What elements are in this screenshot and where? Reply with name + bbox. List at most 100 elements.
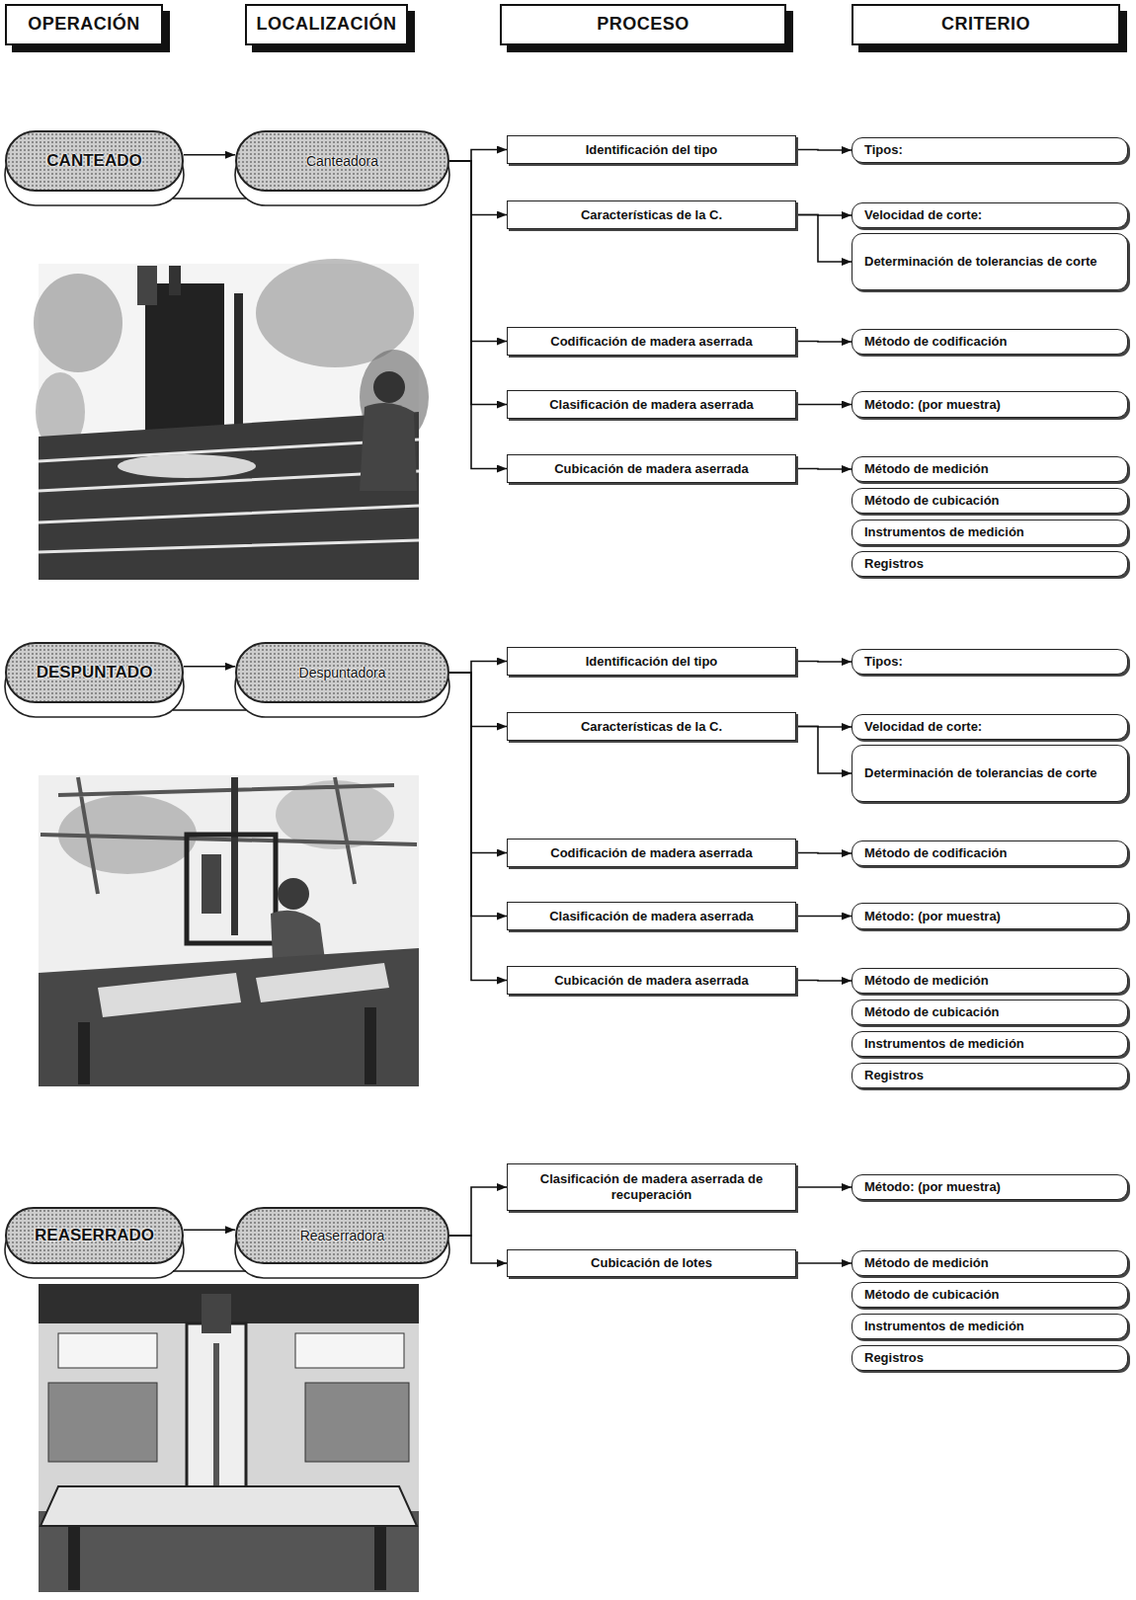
box-text: Método de medición [864, 1255, 989, 1272]
process-box: Identificación del tipo [506, 135, 797, 164]
flow-arrow [796, 1186, 852, 1189]
box-text: Canteadora [306, 153, 379, 170]
machine-pill: Reaserradora [235, 1207, 450, 1265]
box-text: Método de cubicación [864, 492, 1000, 509]
box-text: Método de codificación [864, 845, 1007, 862]
flow-arrow [796, 727, 852, 775]
flow-arrow [449, 1187, 507, 1236]
box-text: Velocidad de corte: [864, 719, 982, 735]
process-box: Codificación de madera aserrada [506, 838, 797, 868]
box-text: Método de cubicación [864, 1004, 1000, 1021]
box-text: REASERRADO [34, 1225, 155, 1246]
criterion-box: Método: (por muestra) [851, 902, 1129, 930]
box-text: Codificación de madera aserrada [550, 845, 752, 862]
flow-arrow [796, 468, 852, 471]
flow-arrow [796, 215, 852, 263]
flow-arrow [449, 150, 507, 163]
criterion-box: Método de cubicación [851, 999, 1129, 1026]
box-text: Método de codificación [864, 333, 1007, 350]
criterion-box: Instrumentos de medición [851, 1313, 1129, 1340]
tree [275, 780, 395, 850]
tree [33, 273, 123, 373]
column-header: LOCALIZACIÓN [244, 3, 408, 46]
operation-pill: CANTEADO [4, 130, 184, 192]
box-text: Cubicación de madera aserrada [554, 973, 749, 989]
saw-machine [186, 1323, 246, 1492]
worker [373, 371, 406, 404]
criterion-box: Determinación de tolerancias de corte [851, 233, 1129, 291]
table-leg [374, 1526, 387, 1591]
box-text: Características de la C. [580, 207, 723, 224]
box-text: Clasificación de madera aserrada [549, 397, 754, 413]
criterion-box: Velocidad de corte: [851, 202, 1129, 229]
box-text: Tipos: [864, 142, 903, 159]
reaserradora-photo [38, 1284, 419, 1593]
criterion-box: Método de codificación [851, 328, 1129, 355]
saw-machine [201, 1294, 232, 1334]
box-text: Método de cubicación [864, 1287, 1000, 1303]
criterion-box: Instrumentos de medición [851, 519, 1129, 546]
criterion-box: Método de medición [851, 968, 1129, 994]
box-text: CRITERIO [941, 13, 1031, 36]
photo-ground [38, 1284, 419, 1593]
table-leg [364, 1007, 377, 1085]
flow-arrow [449, 672, 507, 981]
flow-arrow [449, 661, 507, 674]
box-text: Clasificación de madera aserrada de recu… [517, 1171, 786, 1203]
flow-arrow [449, 161, 507, 342]
window [58, 1333, 158, 1369]
process-box: Características de la C. [506, 200, 797, 230]
saw-blade [213, 1343, 220, 1492]
column-header: CRITERIO [851, 3, 1121, 46]
box-text: DESPUNTADO [36, 662, 154, 683]
column-header: OPERACIÓN [4, 3, 163, 46]
table-leg [78, 1022, 90, 1085]
flow-arrow [449, 672, 507, 728]
box-text: Método: (por muestra) [864, 1179, 1001, 1196]
box-text: Método: (por muestra) [864, 908, 1001, 925]
flow-arrow [449, 161, 507, 470]
process-box: Clasificación de madera aserrada [506, 390, 797, 419]
saw-table [40, 1486, 417, 1527]
box-text: Codificación de madera aserrada [550, 333, 752, 350]
boards [97, 963, 390, 1018]
table-leg [68, 1526, 81, 1591]
box-text: LOCALIZACIÓN [256, 13, 398, 36]
criterion-box: Registros [851, 551, 1129, 577]
process-box: Clasificación de madera aserrada de recu… [506, 1163, 797, 1212]
box-text: Velocidad de corte: [864, 207, 982, 224]
criterion-box: Velocidad de corte: [851, 714, 1129, 740]
box-text: Clasificación de madera aserrada [549, 908, 754, 925]
shelf [48, 1382, 158, 1462]
despuntadora-photo [38, 775, 419, 1087]
box-text: Identificación del tipo [585, 142, 719, 159]
machine-pill: Despuntadora [235, 642, 450, 704]
flow-arrow [796, 915, 852, 918]
sawdust [117, 454, 256, 479]
worker [277, 878, 310, 910]
edge-layer [172, 150, 852, 1273]
machine-pole [231, 777, 239, 936]
saw-machine [137, 265, 158, 306]
operation-pill: DESPUNTADO [4, 642, 184, 704]
process-box: Cubicación de madera aserrada [506, 454, 797, 484]
operation-pill: REASERRADO [4, 1207, 184, 1265]
criterion-box: Instrumentos de medición [851, 1031, 1129, 1057]
photo-ground [38, 775, 419, 1087]
criterion-box: Registros [851, 1345, 1129, 1372]
box-text: CANTEADO [46, 151, 142, 171]
criterion-box: Método de cubicación [851, 1282, 1129, 1308]
flow-arrow [796, 404, 852, 406]
saw-machine [201, 854, 222, 914]
criterion-box: Método de cubicación [851, 487, 1129, 514]
criterion-box: Determinación de tolerancias de corte [851, 744, 1129, 803]
flow-arrow [796, 852, 852, 855]
flow-arrow [449, 1235, 507, 1264]
criterion-box: Método de medición [851, 1250, 1129, 1277]
criterion-box: Método: (por muestra) [851, 1174, 1129, 1201]
worker [359, 403, 417, 491]
box-text: Método de medición [864, 461, 989, 478]
machine-pill: Canteadora [235, 130, 450, 192]
process-box: Cubicación de lotes [506, 1249, 797, 1278]
